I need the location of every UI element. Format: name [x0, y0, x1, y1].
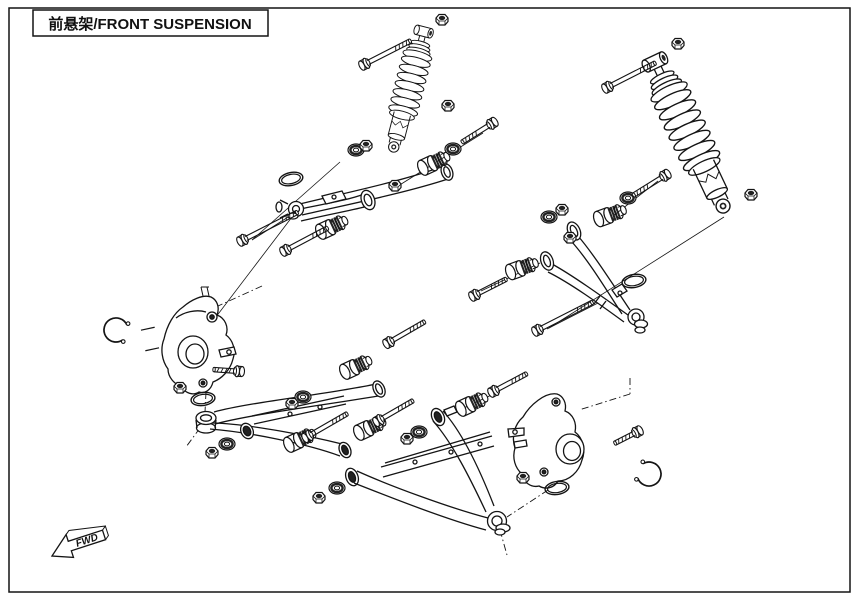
bushing-part-4 [504, 257, 539, 281]
bolt-part-8 [613, 425, 644, 446]
bushing-part-4 [338, 355, 373, 380]
nut-part-3 [563, 231, 577, 244]
nut-part-3 [312, 491, 326, 504]
bolt-part-15 [358, 38, 412, 71]
shock-part-20 [641, 51, 731, 214]
circlip-part-12 [634, 459, 662, 487]
nut-part-3 [400, 432, 414, 445]
nut-part-3 [671, 37, 685, 50]
nut-part-3 [744, 188, 758, 201]
nut-part-3 [205, 446, 219, 459]
knuckle-right-10 [507, 393, 585, 489]
shock-part-20 [387, 24, 434, 153]
bolt-part-15 [601, 60, 657, 94]
bushing-part-4 [454, 392, 489, 417]
bolt-part-15 [531, 300, 594, 337]
page-title: 前悬架/FRONT SUSPENSION [48, 15, 251, 33]
bushing-part-4 [592, 204, 627, 228]
bolt-part-15 [236, 210, 299, 247]
lower-arm-right-6 [344, 405, 511, 536]
bushing-part-4 [314, 215, 349, 240]
bolt-part-7 [460, 116, 499, 145]
exploded-parts [103, 13, 758, 504]
nut-part-3 [435, 13, 449, 26]
washer-part-5 [328, 481, 346, 495]
nut-part-3 [359, 139, 373, 152]
page-border [8, 7, 851, 593]
bolt-part-7 [301, 411, 349, 444]
fwd-label: FWD [75, 532, 100, 550]
nut-part-3 [555, 203, 569, 216]
oring-part-13 [621, 273, 647, 289]
washer-part-5 [294, 390, 312, 404]
bolt-part-7 [487, 371, 529, 398]
nut-part-3 [285, 397, 299, 410]
nut-part-3 [441, 99, 455, 112]
knuckle-left-9 [161, 286, 237, 395]
title-box: 前悬架/FRONT SUSPENSION [32, 9, 269, 37]
oring-part-13 [544, 480, 570, 496]
upper-arm-left-18 [275, 163, 454, 222]
washer-part-5 [444, 142, 462, 156]
assembly-lines [185, 132, 725, 556]
fwd-arrow: FWD [50, 524, 109, 559]
title-box-frame [32, 9, 269, 37]
oring-part-13 [278, 171, 304, 187]
bolt-part-7 [382, 319, 427, 350]
bolt-part-7 [468, 276, 508, 302]
nut-part-3 [173, 381, 187, 394]
washer-part-5 [218, 437, 236, 451]
oring-part-13 [190, 391, 216, 407]
bolt-part-7 [372, 398, 415, 428]
bushing-part-4 [416, 151, 451, 176]
nut-part-3 [388, 179, 402, 192]
nut-part-3 [516, 471, 530, 484]
upper-arm-right-19 [539, 221, 649, 334]
bolt-part-7 [279, 225, 330, 257]
bearing-part-11 [140, 326, 160, 352]
circlip-part-12 [103, 317, 131, 344]
bolt-part-7 [631, 168, 672, 198]
washer-part-5 [410, 425, 428, 439]
bolt-part-8 [212, 365, 246, 378]
washer-part-5 [540, 210, 558, 224]
